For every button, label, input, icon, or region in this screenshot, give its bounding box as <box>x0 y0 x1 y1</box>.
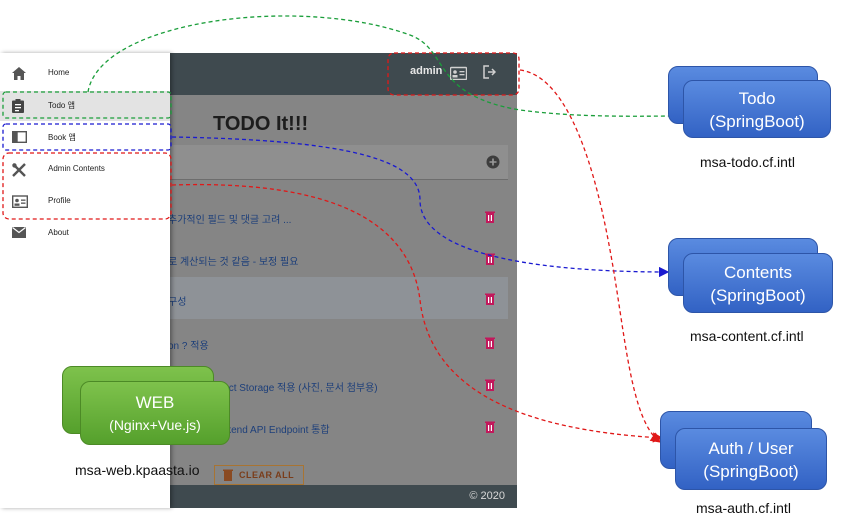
user-label: admin <box>410 65 443 77</box>
trash-icon[interactable] <box>485 421 495 433</box>
book-icon <box>12 131 27 143</box>
drawer-item-about[interactable]: About <box>0 219 170 249</box>
clear-all-label: CLEAR ALL <box>239 470 295 480</box>
service-todo-name: Todo <box>738 89 776 108</box>
service-auth-host: msa-auth.cf.intl <box>696 500 791 516</box>
drawer-item-label: About <box>48 228 69 237</box>
service-web-tech: (Nginx+Vue.js) <box>109 417 201 433</box>
todo-item-text: 구성 <box>168 297 187 308</box>
logout-icon[interactable] <box>482 65 496 79</box>
page-title: TODO It!!! <box>213 113 309 135</box>
copyright-text: © 2020 <box>469 490 505 502</box>
drawer-item-label: Profile <box>48 196 71 205</box>
drawer-item-label: Admin Contents <box>48 164 105 173</box>
add-circle-icon[interactable] <box>486 155 500 169</box>
trash-icon[interactable] <box>485 293 495 305</box>
tools-icon <box>12 163 26 177</box>
drawer-item-label: Home <box>48 68 70 77</box>
todo-item-text: on ? 적용 <box>168 341 209 352</box>
todo-item[interactable]: 추가적인 필드 및 댓글 고려 ... <box>168 203 508 243</box>
trash-icon[interactable] <box>485 379 495 391</box>
todo-item-text: 로 계산되는 것 같음 - 보정 필요 <box>168 257 299 268</box>
service-auth-name: Auth / User <box>708 439 794 458</box>
trash-icon[interactable] <box>485 337 495 349</box>
todo-item-text: 추가적인 필드 및 댓글 고려 ... <box>168 215 292 226</box>
service-todo-host: msa-todo.cf.intl <box>700 154 795 170</box>
mail-icon <box>12 227 26 238</box>
drawer-item-label: Todo 앱 <box>48 101 75 110</box>
todo-input-row[interactable] <box>168 145 508 180</box>
service-todo-tech: (SpringBoot) <box>709 112 805 131</box>
service-contents-name: Contents <box>723 263 793 282</box>
todo-item[interactable]: on ? 적용 <box>168 329 508 369</box>
home-icon <box>12 67 26 80</box>
drawer-item-book[interactable]: Book 앱 <box>0 123 170 153</box>
service-web-name: WEB <box>135 393 175 412</box>
service-auth-tech: (SpringBoot) <box>703 462 799 481</box>
service-web-host: msa-web.kpaasta.io <box>75 462 200 478</box>
drawer-item-home[interactable]: Home <box>0 59 170 89</box>
drawer-item-todo[interactable]: Todo 앱 <box>0 91 170 121</box>
trash-icon[interactable] <box>485 253 495 265</box>
id-card-icon <box>12 195 28 208</box>
service-contents-host: msa-content.cf.intl <box>690 328 804 344</box>
clear-all-button[interactable]: CLEAR ALL <box>214 465 304 485</box>
todo-item[interactable]: 구성 <box>168 277 508 319</box>
trash-icon <box>223 469 233 481</box>
drawer-item-admin-contents[interactable]: Admin Contents <box>0 155 170 185</box>
clipboard-icon <box>12 99 24 113</box>
service-contents-tech: (SpringBoot) <box>710 286 806 305</box>
drawer-item-profile[interactable]: Profile <box>0 187 170 217</box>
id-card-icon[interactable] <box>450 66 467 80</box>
connector-auth-from-topbar <box>519 69 662 443</box>
trash-icon[interactable] <box>485 211 495 223</box>
drawer-item-label: Book 앱 <box>48 133 76 142</box>
